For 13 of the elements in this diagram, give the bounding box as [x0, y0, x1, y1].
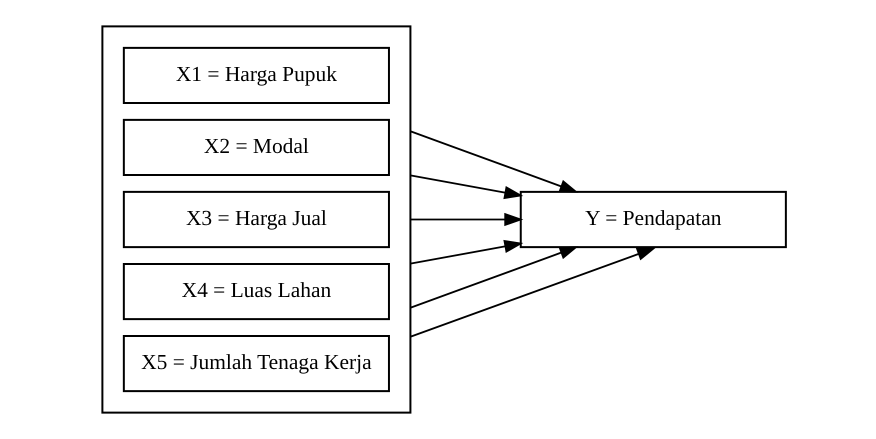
arrow: [410, 174, 524, 200]
arrow: [410, 248, 656, 338]
arrow: [410, 240, 524, 265]
node-box: X4 = Luas Lahan: [122, 262, 390, 320]
node-box: X1 = Harga Pupuk: [122, 46, 390, 104]
node-box: X2 = Modal: [122, 118, 390, 176]
arrow: [410, 246, 578, 309]
node-box: X5 = Jumlah Tenaga Kerja: [122, 334, 390, 392]
node-box: Y = Pendapatan: [520, 190, 787, 248]
arrow: [410, 212, 524, 226]
node-box: X3 = Harga Jual: [122, 190, 390, 248]
arrow: [410, 130, 578, 193]
cluster: [101, 25, 412, 414]
